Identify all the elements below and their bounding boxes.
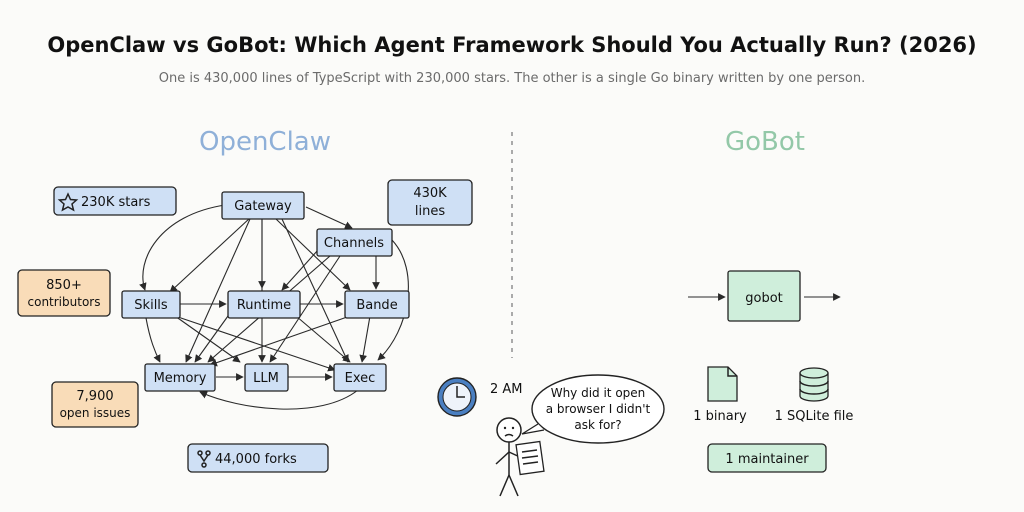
stat-contributors-value: 850+ bbox=[46, 278, 82, 293]
node-bande-label: Bande bbox=[356, 298, 397, 313]
stat-contributors: 850+ contributors bbox=[17, 269, 111, 317]
node-channels: Channels bbox=[316, 228, 393, 257]
node-runtime-label: Runtime bbox=[237, 298, 291, 313]
stat-lines-unit: lines bbox=[415, 204, 445, 219]
node-exec-label: Exec bbox=[345, 371, 376, 386]
stat-contributors-unit: contributors bbox=[28, 295, 101, 309]
stat-lines-value: 430K bbox=[413, 186, 447, 201]
gobot-file-label: 1 binary bbox=[693, 409, 747, 424]
openclaw-edges bbox=[139, 204, 409, 410]
stat-stars-label: 230K stars bbox=[81, 195, 151, 210]
stat-lines: 430K lines bbox=[387, 179, 473, 226]
clock-icon bbox=[437, 377, 477, 417]
gobot-heading: GoBot bbox=[725, 127, 805, 157]
time-label: 2 AM bbox=[490, 382, 523, 397]
stick-figure bbox=[495, 417, 545, 497]
node-memory: Memory bbox=[144, 363, 216, 392]
stat-forks-label: 44,000 forks bbox=[215, 452, 297, 467]
clipboard-icon bbox=[515, 440, 545, 476]
node-llm-label: LLM bbox=[253, 371, 279, 386]
stat-issues-value: 7,900 bbox=[76, 389, 113, 404]
speech-bubble: Why did it open a browser I didn't ask f… bbox=[521, 374, 665, 444]
gobot-flow: gobot bbox=[688, 270, 841, 322]
page-title: OpenClaw vs GoBot: Which Agent Framework… bbox=[47, 33, 976, 57]
node-gateway: Gateway bbox=[221, 191, 305, 220]
stat-issues-unit: open issues bbox=[60, 406, 131, 420]
node-memory-label: Memory bbox=[154, 371, 207, 386]
node-skills-label: Skills bbox=[134, 298, 168, 313]
stat-issues: 7,900 open issues bbox=[51, 381, 139, 428]
gobot-binary-label: gobot bbox=[745, 291, 783, 306]
node-llm: LLM bbox=[244, 363, 289, 392]
node-bande: Bande bbox=[344, 290, 410, 319]
gobot-binary-file: 1 binary bbox=[693, 366, 747, 424]
stat-stars: 230K stars bbox=[53, 186, 177, 216]
page-subtitle: One is 430,000 lines of TypeScript with … bbox=[159, 71, 866, 86]
node-channels-label: Channels bbox=[324, 236, 384, 251]
node-gateway-label: Gateway bbox=[234, 199, 292, 214]
node-runtime: Runtime bbox=[227, 290, 301, 319]
star-icon bbox=[57, 192, 79, 212]
stat-forks: 44,000 forks bbox=[187, 443, 329, 473]
gobot-maintainer-badge: 1 maintainer bbox=[707, 443, 827, 473]
gobot-maintainer-label: 1 maintainer bbox=[725, 452, 809, 467]
database-icon bbox=[799, 367, 829, 402]
fork-icon bbox=[197, 450, 211, 468]
openclaw-heading: OpenClaw bbox=[199, 127, 331, 157]
speech-line-3: ask for? bbox=[574, 418, 621, 432]
node-skills: Skills bbox=[121, 290, 181, 319]
speech-line-2: a browser I didn't bbox=[546, 402, 651, 416]
speech-line-1: Why did it open bbox=[551, 386, 646, 400]
node-exec: Exec bbox=[333, 363, 387, 392]
gobot-db-label: 1 SQLite file bbox=[775, 409, 854, 424]
file-icon bbox=[707, 366, 738, 402]
gobot-sqlite: 1 SQLite file bbox=[775, 367, 854, 424]
